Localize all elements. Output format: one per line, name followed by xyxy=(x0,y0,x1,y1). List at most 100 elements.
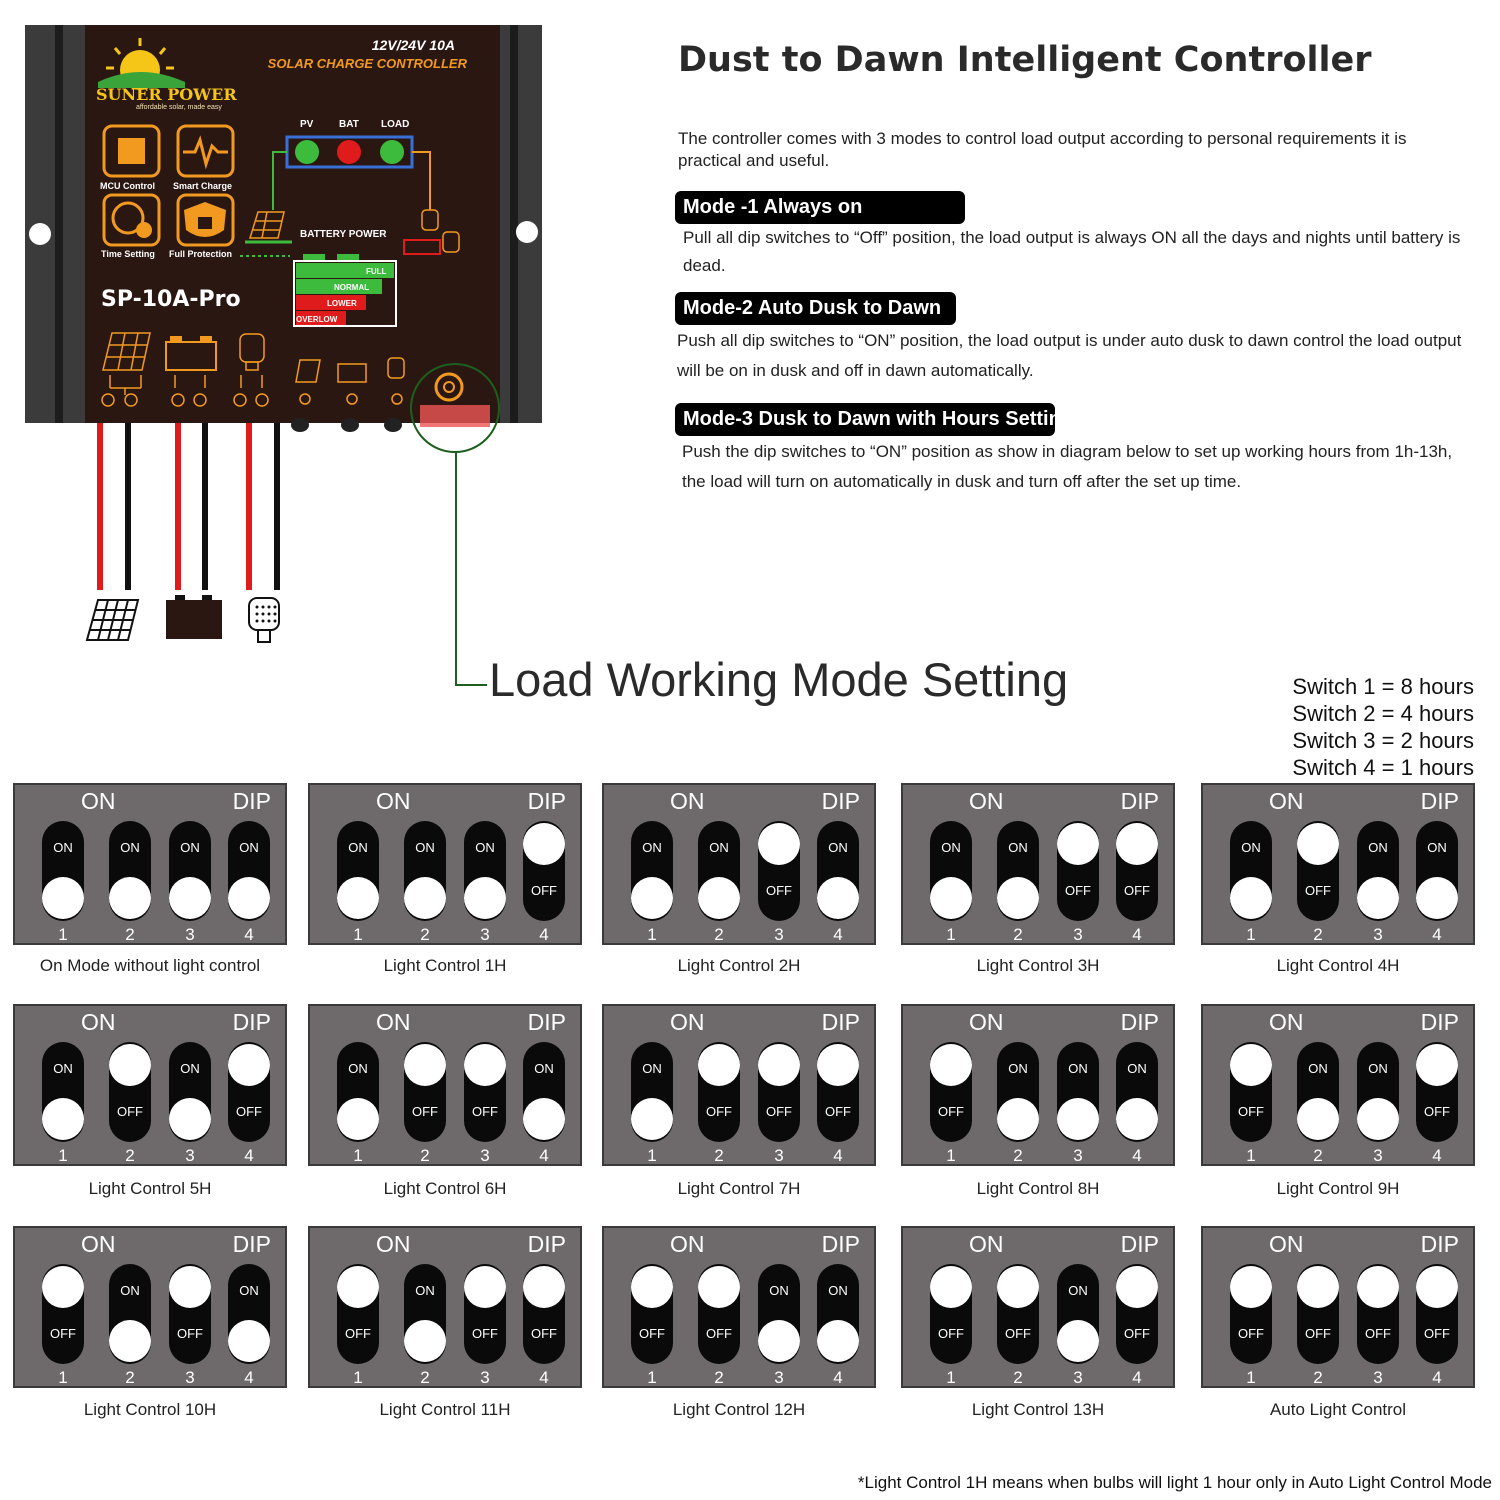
switch-state: OFF xyxy=(1365,1326,1391,1341)
controller-spec: 12V/24V 10A xyxy=(372,37,455,53)
panel-dip-label: DIP xyxy=(821,788,860,814)
indicator-pv-label: PV xyxy=(300,119,314,130)
switch-number: 1 xyxy=(647,1368,657,1387)
gear-icon xyxy=(434,372,464,402)
battery-level-icon: FULL NORMAL LOWER OVERLOW xyxy=(293,254,397,327)
switch-number: 2 xyxy=(125,1368,135,1387)
mount-hole-right xyxy=(516,221,538,243)
switch-knob xyxy=(997,877,1039,919)
panel-dip-label: DIP xyxy=(821,1231,860,1257)
switch-knob xyxy=(1416,1044,1458,1086)
mode-3-description: Push the dip switches to “ON” position a… xyxy=(682,442,1453,491)
switch-knob xyxy=(1357,1266,1399,1308)
switch-state: ON xyxy=(348,840,368,855)
dip-switch-2[interactable]: ON 2 xyxy=(109,1264,151,1387)
switch-state: ON xyxy=(1068,1283,1088,1298)
switch-state: ON xyxy=(120,1283,140,1298)
panel-on-label: ON xyxy=(670,1009,705,1035)
footnote: *Light Control 1H means when bulbs will … xyxy=(857,1473,1492,1492)
switch-state: OFF xyxy=(117,1104,143,1119)
switch-number: 3 xyxy=(480,925,490,944)
panel-on-label: ON xyxy=(670,1231,705,1257)
panel-dip-label: DIP xyxy=(527,788,566,814)
panel-on-label: ON xyxy=(376,1231,411,1257)
switch-knob xyxy=(1057,823,1099,865)
switch-number: 2 xyxy=(420,1146,430,1165)
panel-on-label: ON xyxy=(969,1231,1004,1257)
dip-switch-3[interactable]: ON 3 xyxy=(464,821,506,944)
switch-knob xyxy=(1357,877,1399,919)
switch-knob xyxy=(698,1044,740,1086)
switch-knob xyxy=(337,1266,379,1308)
battery-level-overlow: OVERLOW xyxy=(296,315,338,324)
switch-number: 2 xyxy=(1313,925,1323,944)
switch-state: ON xyxy=(475,840,495,855)
pv-led xyxy=(295,140,319,164)
switch-knob xyxy=(1116,1266,1158,1308)
switch-number: 2 xyxy=(125,925,135,944)
full-protection-icon xyxy=(176,193,235,247)
